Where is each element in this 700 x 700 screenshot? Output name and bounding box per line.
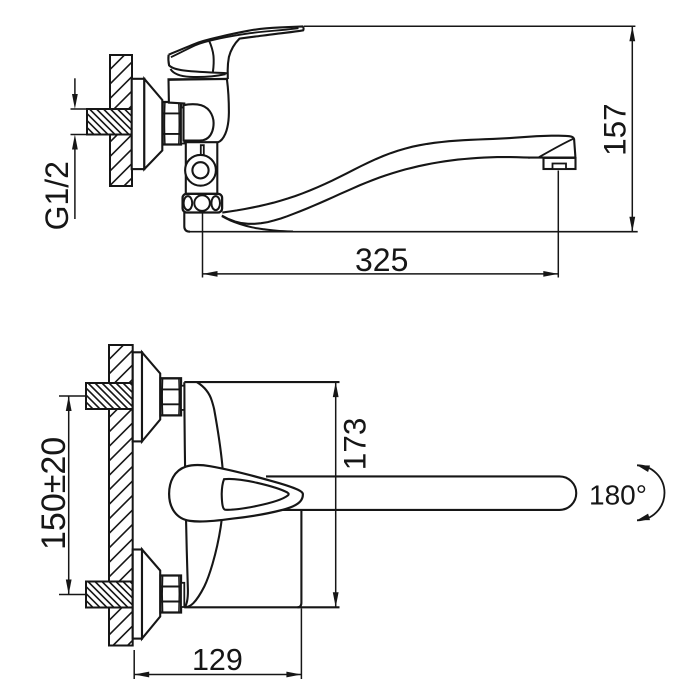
svg-text:150±20: 150±20 — [35, 437, 73, 550]
svg-text:157: 157 — [597, 103, 633, 156]
svg-text:G1/2: G1/2 — [39, 161, 75, 230]
svg-text:180°: 180° — [589, 480, 647, 511]
svg-text:129: 129 — [192, 643, 243, 677]
svg-text:325: 325 — [355, 242, 408, 278]
svg-text:173: 173 — [337, 418, 373, 471]
